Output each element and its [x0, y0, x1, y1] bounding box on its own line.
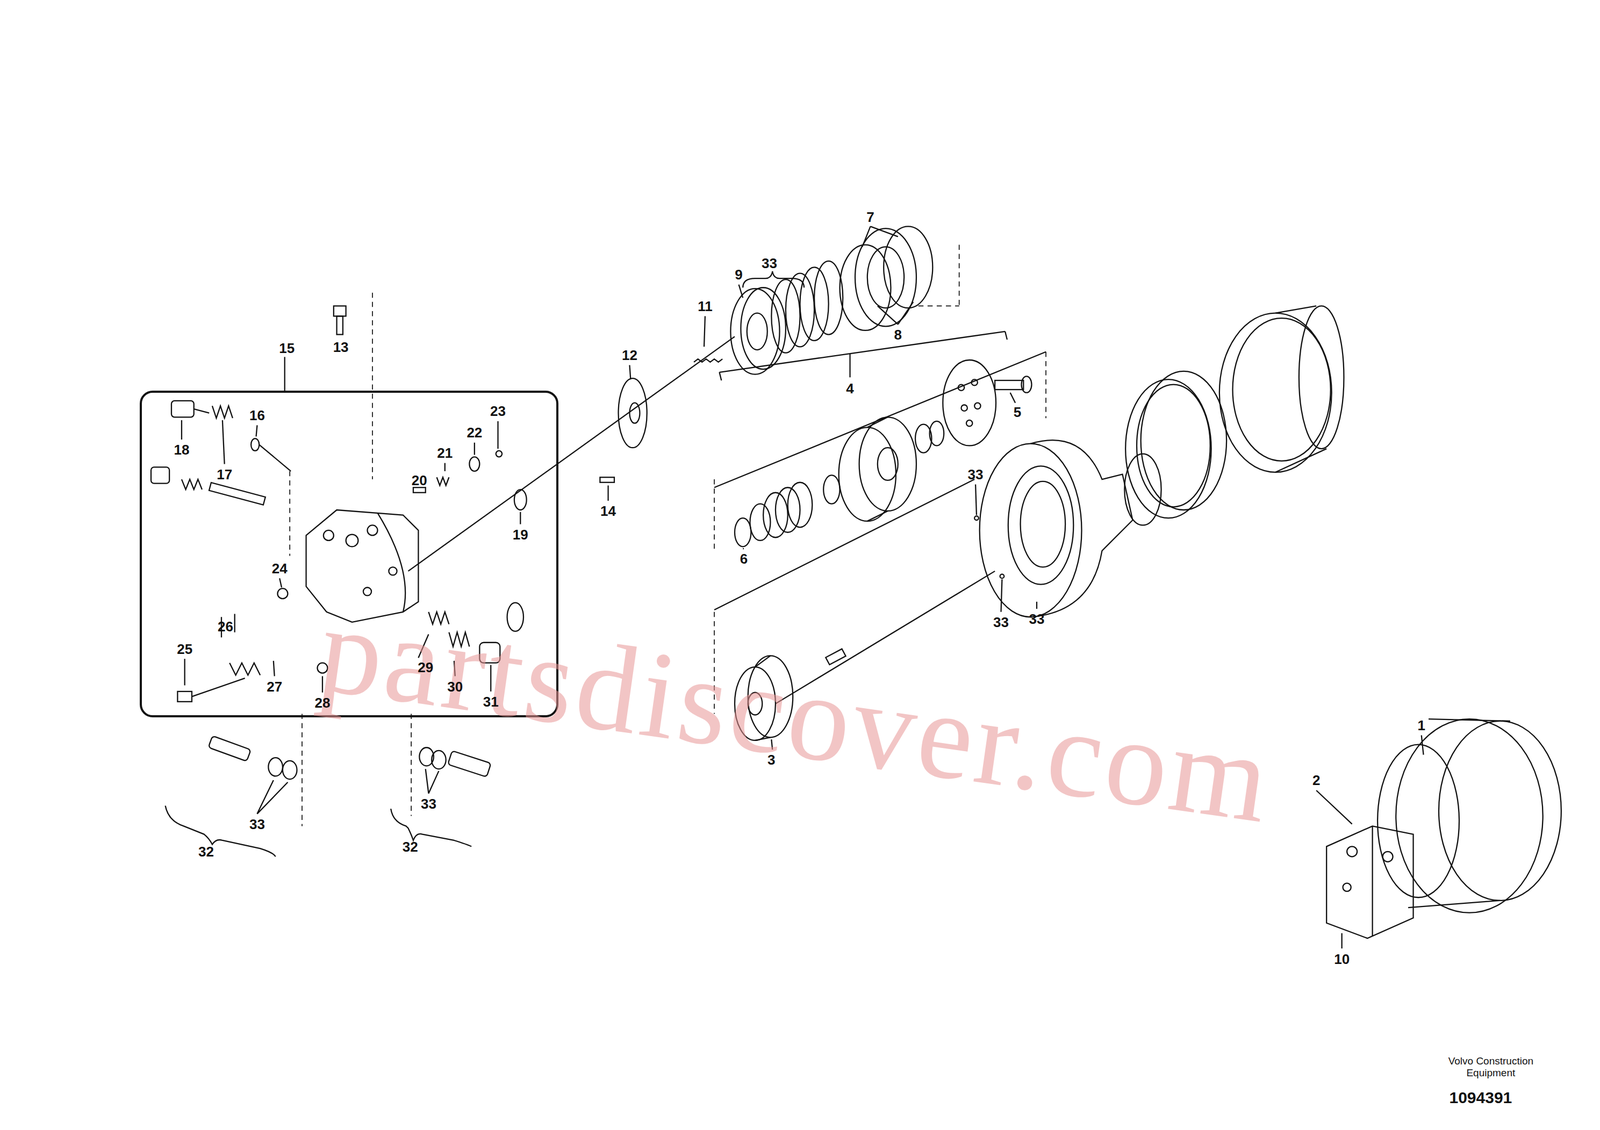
callout-number: 11 — [697, 299, 713, 314]
callout-number: 4 — [845, 381, 854, 396]
watermark: partsdiscover.com — [312, 585, 1280, 843]
callout-number: 31 — [483, 694, 499, 709]
callout-number: 29 — [417, 660, 434, 675]
callout-number: 19 — [512, 527, 529, 542]
callout-number: 14 — [600, 504, 616, 519]
callout-number: 7 — [866, 210, 874, 225]
callout-number: 20 — [411, 473, 428, 488]
callout-number: 18 — [173, 442, 190, 457]
callout-number: 3 — [767, 752, 776, 767]
callout-number: 32 — [402, 840, 419, 855]
callout-number: 5 — [1013, 405, 1022, 420]
callout-number: 27 — [266, 679, 283, 694]
callout-number: 21 — [436, 446, 453, 461]
callout-number: 25 — [176, 642, 193, 657]
callout-number: 33 — [420, 797, 437, 812]
callout-number: 1 — [1417, 718, 1426, 733]
callout-number: 33 — [249, 817, 265, 832]
callout-number: 28 — [314, 696, 330, 710]
callout-number: 15 — [278, 339, 295, 357]
callout-number: 33 — [993, 615, 1009, 630]
callout-number: 23 — [490, 404, 506, 419]
callout-number: 2 — [1312, 773, 1320, 788]
callout-number: 33 — [761, 256, 778, 271]
callout-number: 9 — [734, 267, 743, 282]
callout-number: 6 — [740, 551, 748, 566]
callout-number: 32 — [198, 844, 214, 859]
callout-number: 8 — [894, 327, 902, 342]
callout-number: 33 — [1029, 612, 1045, 627]
callout-number: 26 — [217, 619, 234, 634]
callout-number: 13 — [333, 340, 349, 355]
callout-number: 24 — [271, 561, 288, 576]
callout-number: 30 — [447, 679, 463, 694]
callout-number: 33 — [967, 467, 984, 482]
callout-number: 22 — [466, 425, 483, 440]
callout-number: 16 — [249, 408, 265, 423]
drawing-number: 1094391 — [1448, 1088, 1512, 1108]
callout-number: 10 — [1333, 952, 1350, 967]
callout-number: 17 — [216, 467, 233, 482]
publisher-note: Volvo Construction Equipment — [1429, 1055, 1553, 1080]
callout-number: 12 — [621, 348, 638, 363]
